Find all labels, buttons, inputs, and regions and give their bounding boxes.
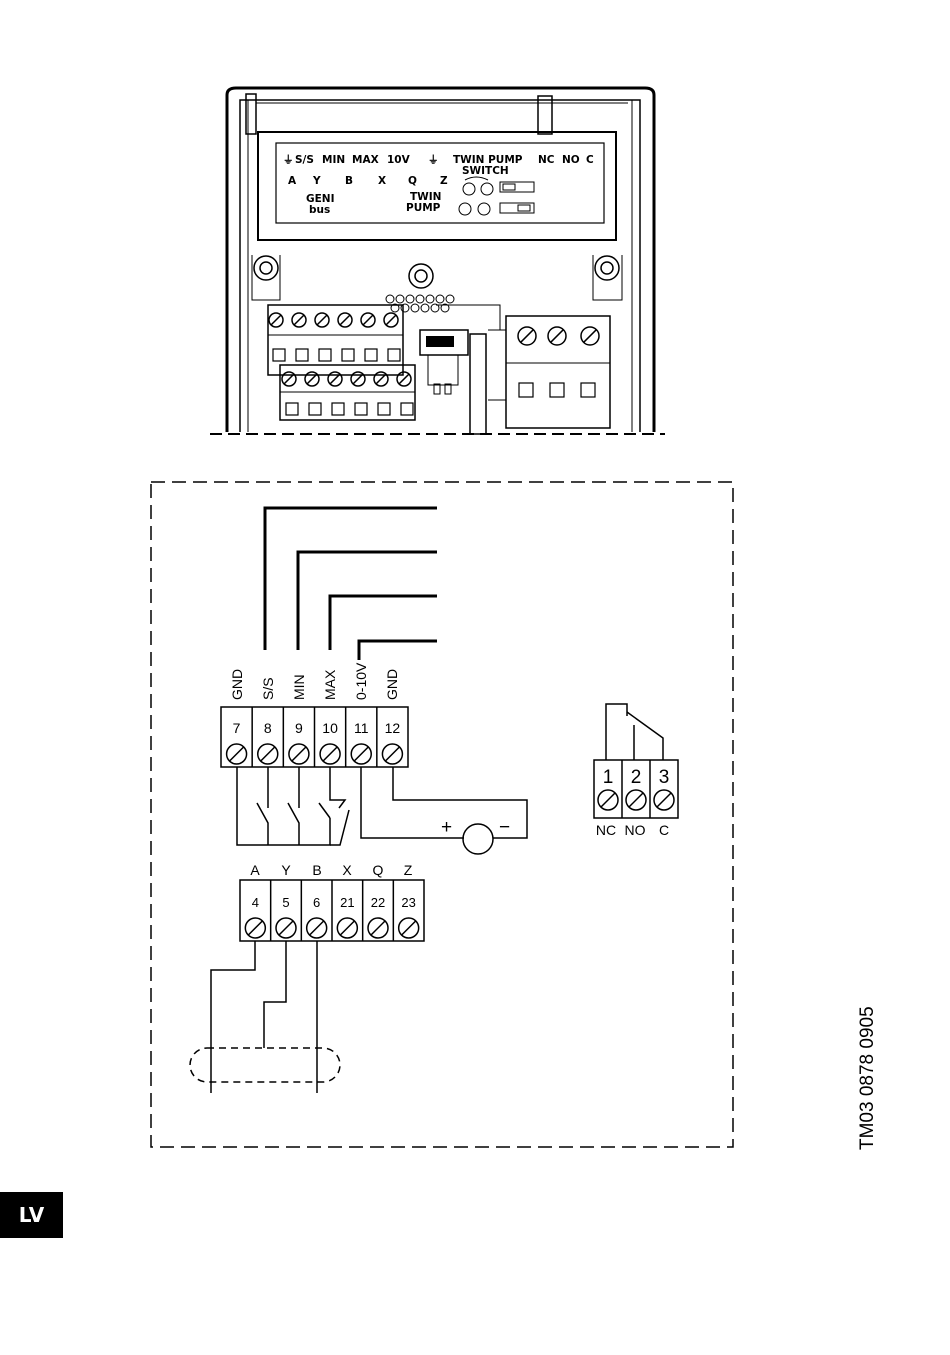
- plate-label-x: X: [378, 175, 386, 187]
- device-label-plate: ⏚ S/S MIN MAX 10V ⏚ TWIN PUMP NC NO C A …: [283, 154, 594, 216]
- terminal-screw-icon: [598, 790, 618, 810]
- plate-label-switch: SWITCH: [462, 165, 509, 177]
- bus-label-y: Y: [281, 862, 291, 878]
- terminal-screw-icon: [351, 372, 365, 386]
- terminal-screw-icon: [320, 744, 340, 764]
- source-plus-label: +: [441, 817, 452, 838]
- terminal-screw-icon: [337, 918, 357, 938]
- terminal-number: 10: [322, 720, 338, 736]
- terminal-screw-icon: [626, 790, 646, 810]
- terminal-number: 23: [401, 895, 415, 910]
- ground-symbol: ⏚: [428, 154, 439, 166]
- terminal-label-max: MAX: [322, 669, 338, 700]
- terminal-block-control: 7 8 9 10 11 12: [221, 707, 408, 767]
- plate-switch-icons: [459, 177, 534, 215]
- terminal-screw-icon: [368, 918, 388, 938]
- terminal-label-min: MIN: [291, 674, 307, 700]
- terminal-screw-icon: [374, 372, 388, 386]
- terminal-screw-icon: [245, 918, 265, 938]
- terminal-screw-icon: [328, 372, 342, 386]
- terminal-number: 9: [295, 720, 303, 736]
- external-switches: [237, 767, 349, 845]
- terminal-number: 21: [340, 895, 354, 910]
- relay-label-no: NO: [625, 822, 646, 838]
- terminal-number: 22: [371, 895, 385, 910]
- terminal-screw-icon: [258, 744, 278, 764]
- bus-label-x: X: [342, 862, 352, 878]
- analog-source-wiring: [361, 767, 527, 854]
- terminal-number: 12: [385, 720, 401, 736]
- terminal-label-gnd: GND: [229, 669, 245, 700]
- terminal-label-010v: 0-10V: [353, 662, 369, 700]
- terminal-screw-icon: [276, 918, 296, 938]
- device-housing: [227, 88, 654, 434]
- plate-label-10v: 10V: [387, 154, 411, 166]
- bus-label-b: B: [312, 862, 321, 878]
- terminal-label-ss: S/S: [260, 677, 276, 700]
- relay-label-nc: NC: [596, 822, 616, 838]
- source-minus-label: −: [499, 817, 510, 838]
- terminal-number: 8: [264, 720, 272, 736]
- relay-contact: [606, 704, 663, 760]
- terminal-screw-icon: [518, 327, 536, 345]
- plate-label-pump: PUMP: [406, 202, 441, 214]
- terminal-number: 3: [659, 767, 670, 788]
- terminal-number: 2: [631, 767, 642, 788]
- bus-label-q: Q: [373, 862, 384, 878]
- control-wires: [265, 508, 437, 660]
- plate-label-no: NO: [562, 154, 580, 166]
- plate-label-bus: bus: [309, 204, 330, 216]
- plate-label-q: Q: [408, 175, 417, 187]
- terminal-screw-icon: [548, 327, 566, 345]
- ground-symbol: ⏚: [283, 154, 294, 166]
- plate-label-nc: NC: [538, 154, 555, 166]
- terminal-screw-icon: [351, 744, 371, 764]
- bus-label-a: A: [250, 862, 260, 878]
- language-badge: LV: [0, 1192, 63, 1238]
- terminal-number: 1: [603, 767, 614, 788]
- terminal-screw-icon: [338, 313, 352, 327]
- terminal-screw-icon: [397, 372, 411, 386]
- terminal-screw-icon: [581, 327, 599, 345]
- terminal-screw-icon: [399, 918, 419, 938]
- plate-label-max: MAX: [352, 154, 379, 166]
- plate-label-b: B: [345, 175, 353, 187]
- plate-label-z: Z: [440, 175, 448, 187]
- plate-label-a: A: [288, 175, 297, 187]
- terminal-number: 7: [233, 720, 241, 736]
- plate-label-min: MIN: [322, 154, 345, 166]
- terminal-screw-icon: [227, 744, 247, 764]
- terminal-number: 11: [354, 720, 369, 736]
- terminal-screw-icon: [282, 372, 296, 386]
- terminal-screw-icon: [361, 313, 375, 327]
- terminal-screw-icon: [315, 313, 329, 327]
- schematic-boundary: [151, 482, 733, 1147]
- terminal-screw-icon: [654, 790, 674, 810]
- terminal-screw-icon: [382, 744, 402, 764]
- terminal-label-gnd: GND: [384, 669, 400, 700]
- terminal-screw-icon: [289, 744, 309, 764]
- terminal-block-bus: 4 5 6 21 22 23: [240, 880, 424, 941]
- bus-label-z: Z: [404, 862, 413, 878]
- device-terminal-squares: [273, 349, 595, 415]
- terminal-screw-icon: [307, 918, 327, 938]
- terminal-number: 6: [313, 895, 320, 910]
- bus-cable: [190, 941, 340, 1093]
- document-reference: TM03 0878 0905: [857, 1006, 879, 1150]
- device-terminal-screws: [269, 313, 599, 415]
- terminal-number: 5: [282, 895, 289, 910]
- plate-label-ss: S/S: [295, 154, 314, 166]
- plate-label-c: C: [586, 154, 594, 166]
- terminal-screw-icon: [305, 372, 319, 386]
- terminal-screw-icon: [292, 313, 306, 327]
- terminal-number: 4: [252, 895, 259, 910]
- relay-label-c: C: [659, 822, 669, 838]
- plate-label-y: Y: [312, 175, 321, 187]
- terminal-screw-icon: [384, 313, 398, 327]
- terminal-screw-icon: [269, 313, 283, 327]
